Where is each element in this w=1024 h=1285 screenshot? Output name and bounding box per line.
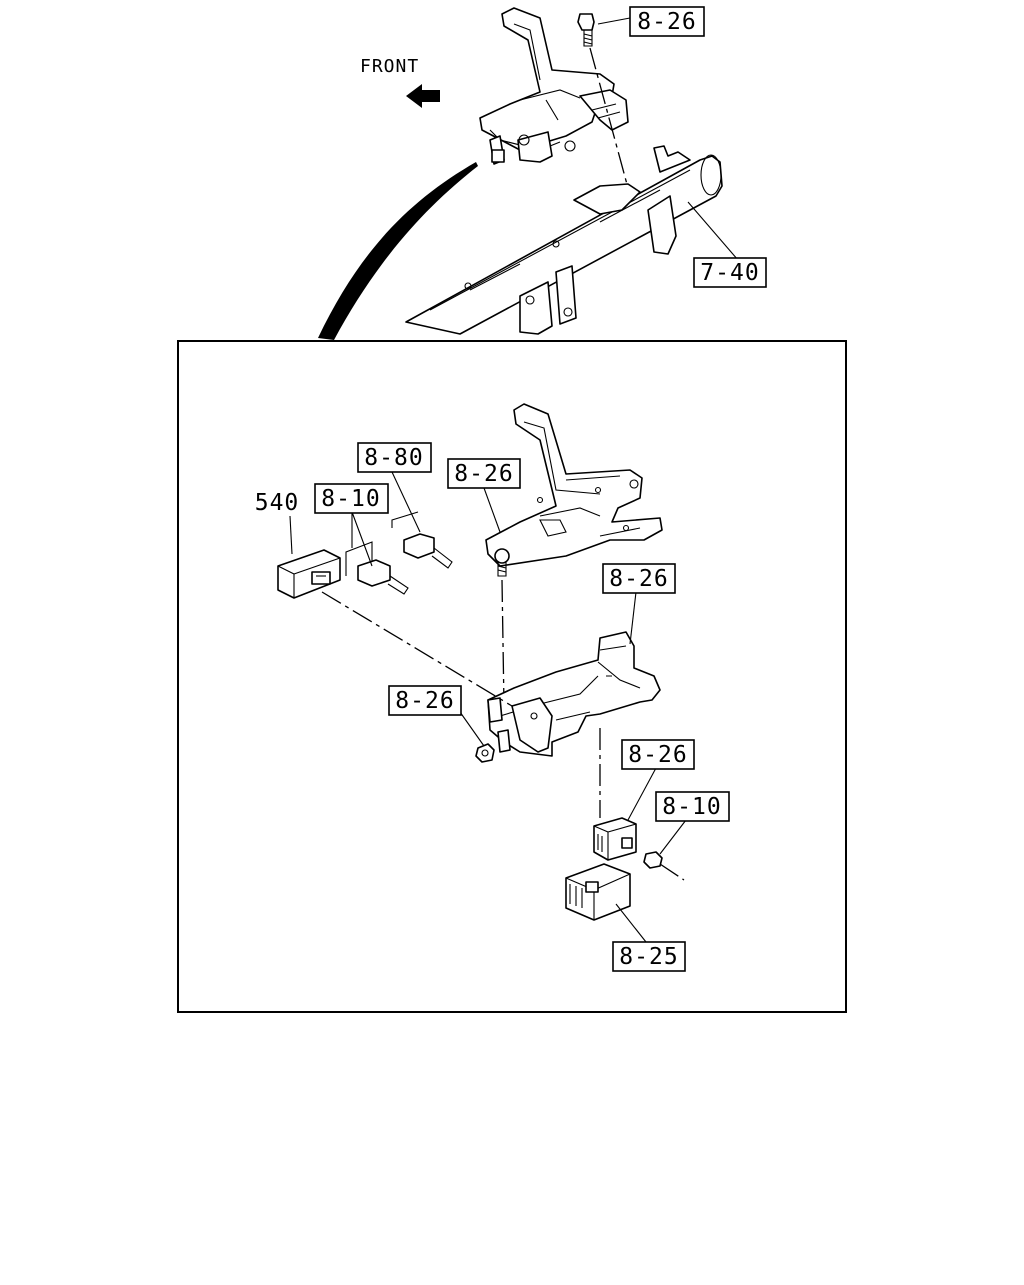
svg-text:8-26: 8-26 bbox=[637, 9, 696, 35]
module-leader-line bbox=[321, 591, 513, 707]
svg-text:8-25: 8-25 bbox=[619, 944, 678, 970]
callout-crossmember: 7-40 bbox=[693, 257, 767, 288]
callout-top-bolt: 8-26 bbox=[629, 6, 705, 37]
callout-cover: 8-25 bbox=[612, 941, 686, 972]
bracket-nut bbox=[475, 743, 495, 763]
connector-top bbox=[391, 511, 453, 569]
connector-right bbox=[643, 851, 685, 881]
relay bbox=[593, 817, 637, 861]
detail-pointer-arrow bbox=[318, 162, 478, 340]
callout-connector-top: 8-80 bbox=[357, 442, 432, 473]
svg-text:8-80: 8-80 bbox=[364, 445, 423, 471]
svg-text:540: 540 bbox=[255, 490, 300, 516]
svg-text:7-40: 7-40 bbox=[700, 260, 759, 286]
connector-left bbox=[345, 541, 409, 595]
svg-text:8-10: 8-10 bbox=[662, 794, 721, 820]
front-arrow-icon bbox=[406, 84, 440, 108]
callout-connector-left: 8-10 bbox=[314, 483, 389, 514]
callout-leaders bbox=[289, 471, 687, 943]
svg-text:8-26: 8-26 bbox=[628, 742, 687, 768]
bolt-leader-line bbox=[589, 47, 629, 189]
svg-text:8-10: 8-10 bbox=[321, 486, 380, 512]
overview-crossmember bbox=[405, 145, 723, 335]
detail-assembly: 8-80 8-10 540 8-26 8-26 8-26 8-26 8-10 bbox=[255, 403, 730, 972]
cover bbox=[565, 863, 631, 921]
overview-bracket bbox=[479, 7, 629, 165]
lower-bracket bbox=[487, 631, 661, 757]
detail-frame bbox=[177, 340, 847, 1013]
overview-assembly: FRONT bbox=[318, 6, 767, 340]
callout-nut: 8-26 bbox=[388, 685, 462, 716]
bracket-screw bbox=[494, 548, 510, 577]
svg-text:8-26: 8-26 bbox=[609, 566, 668, 592]
callout-module: 540 bbox=[255, 490, 300, 516]
overview-bolt bbox=[577, 13, 631, 47]
svg-text:8-26: 8-26 bbox=[454, 461, 513, 487]
upper-bracket bbox=[485, 403, 663, 567]
crossmember-leader bbox=[687, 201, 739, 261]
front-label: FRONT bbox=[360, 56, 419, 77]
callout-relay: 8-26 bbox=[621, 739, 695, 770]
module-540 bbox=[277, 549, 341, 599]
callout-lower-bracket: 8-26 bbox=[602, 563, 676, 594]
callout-upper-bracket: 8-26 bbox=[447, 458, 521, 489]
screw-leader-line bbox=[501, 579, 505, 707]
svg-text:8-26: 8-26 bbox=[395, 688, 454, 714]
callout-connector-right: 8-10 bbox=[655, 791, 730, 822]
